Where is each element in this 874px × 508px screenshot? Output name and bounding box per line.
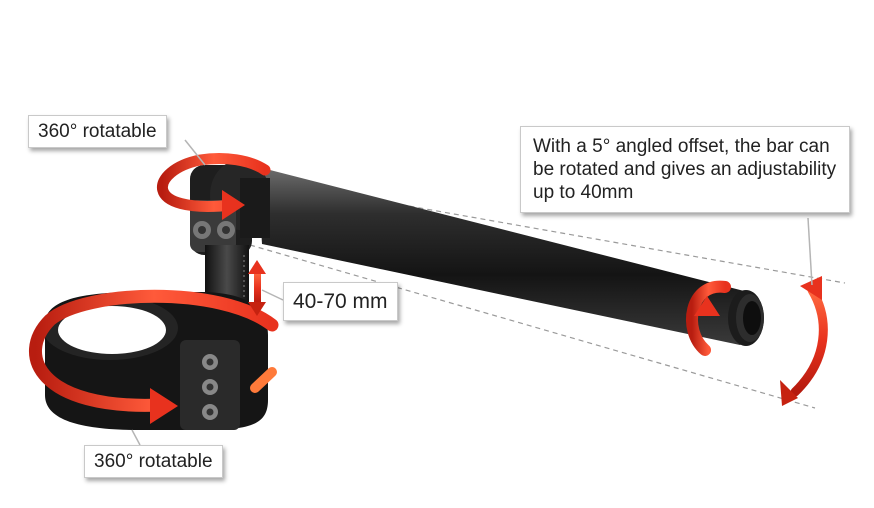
bottom-rotation-label: 360° rotatable <box>84 445 223 478</box>
top-rotation-label: 360° rotatable <box>28 115 167 148</box>
callout-leaders <box>131 139 813 446</box>
offset-adjust-arrow <box>780 276 828 406</box>
offset-description-label: With a 5° angled offset, the bar can be … <box>520 126 850 213</box>
height-adjust-arrow <box>248 260 266 316</box>
bar-rotation-arrow <box>686 280 731 356</box>
height-range-label: 40-70 mm <box>283 282 398 321</box>
bottom-rotation-arrow <box>29 289 279 424</box>
top-rotation-arrow <box>157 152 271 220</box>
upper-clamp <box>190 160 270 255</box>
handlebar-tube <box>258 170 764 346</box>
